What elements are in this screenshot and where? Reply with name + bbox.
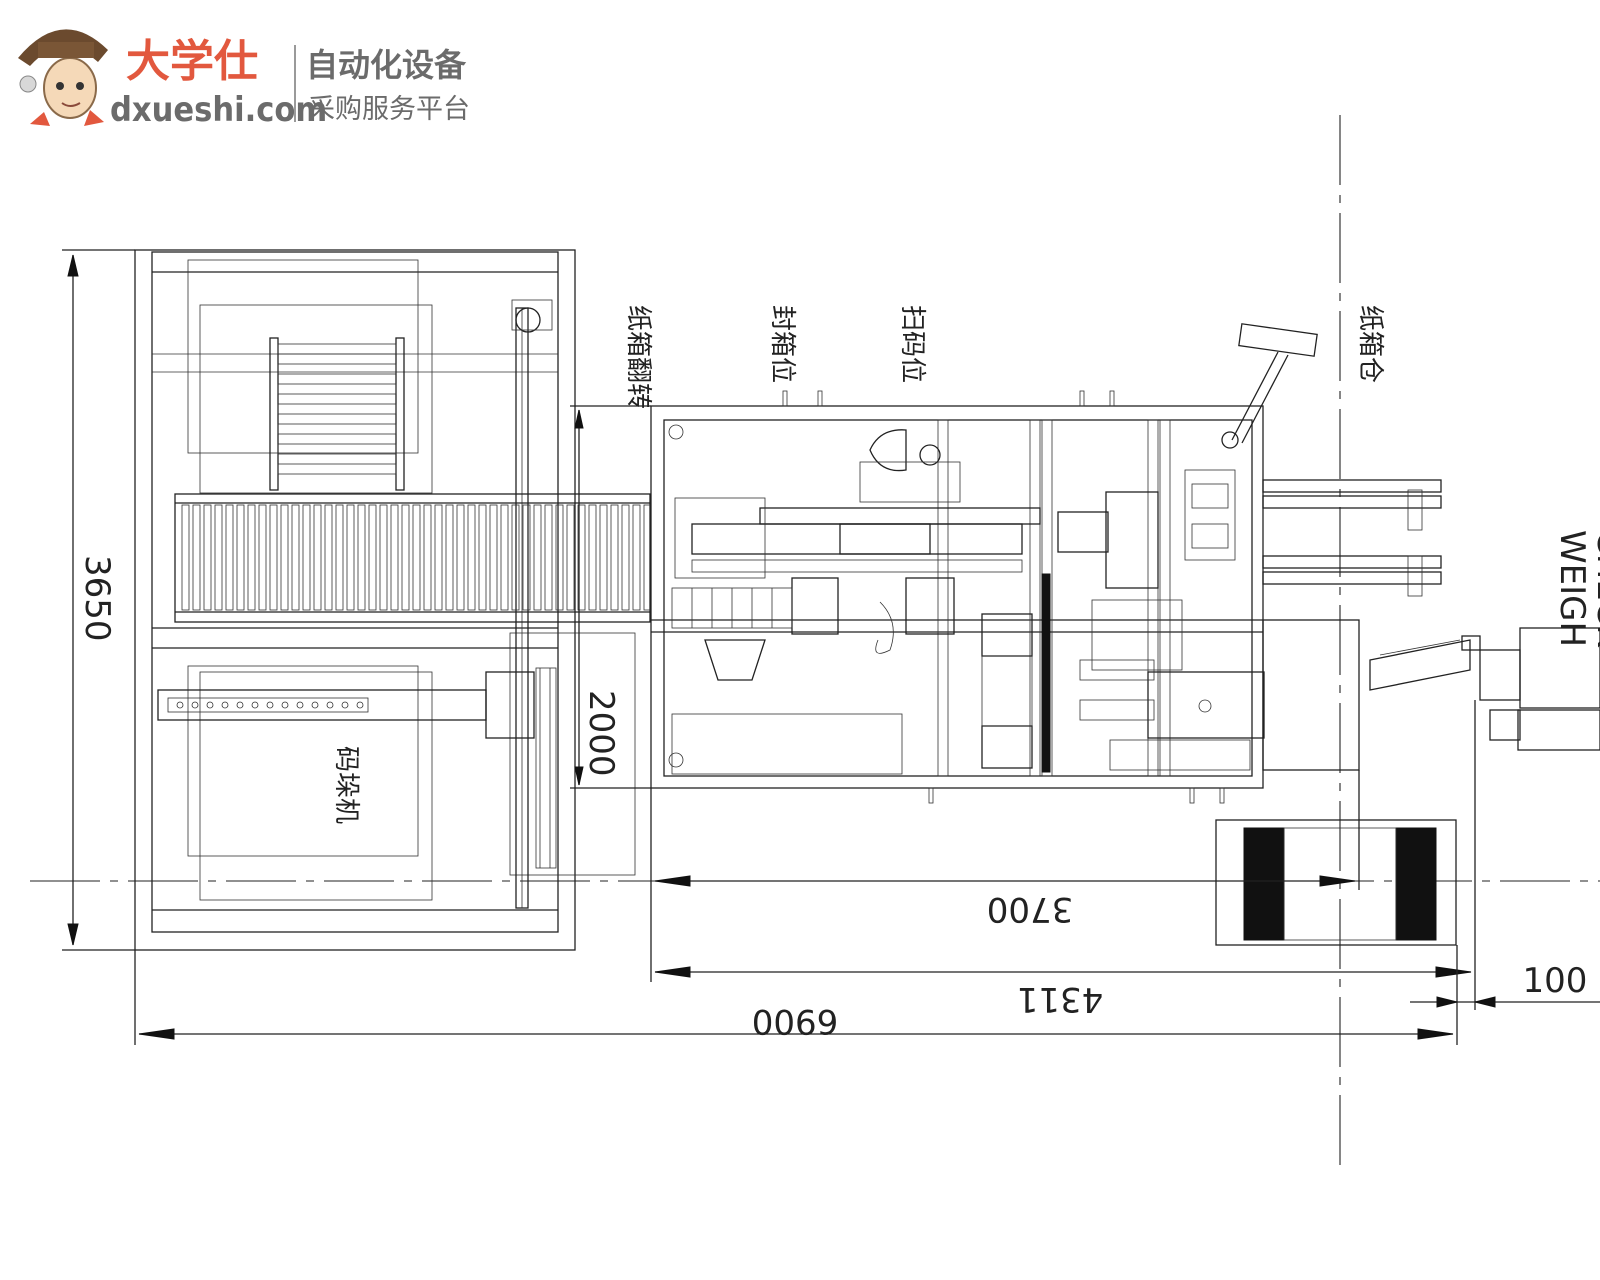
dim-3700: 3700 xyxy=(987,889,1074,929)
conveyor-roller xyxy=(500,504,509,611)
label-seal-station: 封箱位 xyxy=(767,305,797,383)
conveyor-roller xyxy=(434,504,443,611)
conveyor-roller xyxy=(632,504,641,611)
conveyor-roller xyxy=(489,504,498,611)
logo-url: dxueshi.com xyxy=(110,90,327,130)
dim-3650: 3650 xyxy=(77,555,117,642)
conveyor-roller xyxy=(533,504,542,611)
conveyor-roller xyxy=(412,504,421,611)
conveyor-roller xyxy=(225,504,234,611)
conveyor-roller xyxy=(203,504,212,611)
conveyor-roller xyxy=(214,504,223,611)
label-weigh: WEIGH xyxy=(1552,530,1592,647)
conveyor-roller xyxy=(236,504,245,611)
conveyor-roller xyxy=(247,504,256,611)
dim-4311: 4311 xyxy=(1017,979,1104,1019)
check-weigh-area: CHECK WEIGH xyxy=(1369,530,1600,751)
conveyor-roller xyxy=(456,504,465,611)
conveyor-roller xyxy=(192,504,201,611)
conveyor-roller xyxy=(467,504,476,611)
conveyor-roller xyxy=(511,504,520,611)
conveyor-roller xyxy=(258,504,267,611)
conveyor-roller xyxy=(522,504,531,611)
station-labels: 纸箱翻转 封箱位 扫码位 纸箱仓 xyxy=(623,305,1385,409)
conveyor-roller xyxy=(577,504,586,611)
logo-tagline-2: 采购服务平台 xyxy=(308,94,470,125)
conveyor-roller xyxy=(390,504,399,611)
dim-6900: 6900 xyxy=(752,1001,839,1041)
arm-holes xyxy=(176,701,364,709)
dimensions: 3650 2000 3700 4311 6900 100 xyxy=(62,249,1600,1045)
dim-100: 100 xyxy=(1523,961,1588,1001)
dim-2000: 2000 xyxy=(581,690,621,777)
conveyor-roller xyxy=(324,504,333,611)
conveyor-roller xyxy=(368,504,377,611)
conveyor-roller xyxy=(610,504,619,611)
conveyor-roller xyxy=(566,504,575,611)
conveyor-roller xyxy=(313,504,322,611)
label-check: CHECK xyxy=(1589,530,1600,649)
label-palletizer: 码垛机 xyxy=(331,746,361,824)
logo-tagline-1: 自动化设备 xyxy=(306,46,467,84)
label-box-flip: 纸箱翻转 xyxy=(623,305,653,409)
conveyor-roller xyxy=(335,504,344,611)
conveyor-roller xyxy=(280,504,289,611)
top-bolts xyxy=(782,390,1225,804)
logo-brand: 大学仕 xyxy=(126,36,258,87)
conveyor-roller xyxy=(269,504,278,611)
conveyor-roller xyxy=(302,504,311,611)
palletizer-area: 码垛机 xyxy=(134,249,636,951)
main-machine xyxy=(650,323,1442,804)
conveyor-roller xyxy=(379,504,388,611)
conveyor-roller xyxy=(621,504,630,611)
label-carton-bin: 纸箱仓 xyxy=(1355,305,1385,383)
pallet-slats xyxy=(277,343,397,475)
conveyor-roller xyxy=(478,504,487,611)
conveyor-roller xyxy=(346,504,355,611)
conveyor-roller xyxy=(357,504,366,611)
cabinet xyxy=(1215,819,1457,946)
conveyor-roller xyxy=(588,504,597,611)
conveyor-roller xyxy=(291,504,300,611)
conveyor-roller xyxy=(599,504,608,611)
conveyor-roller xyxy=(401,504,410,611)
conveyor-roller xyxy=(181,504,190,611)
label-scan-station: 扫码位 xyxy=(897,305,927,383)
conveyor-roller xyxy=(544,504,553,611)
conveyor-roller xyxy=(445,504,454,611)
conveyor-roller xyxy=(423,504,432,611)
roller-conveyor xyxy=(174,493,652,623)
logo: 大学仕 dxueshi.com 自动化设备 采购服务平台 xyxy=(18,29,470,130)
conveyor-roller xyxy=(555,504,564,611)
mascot-icon xyxy=(18,29,108,126)
